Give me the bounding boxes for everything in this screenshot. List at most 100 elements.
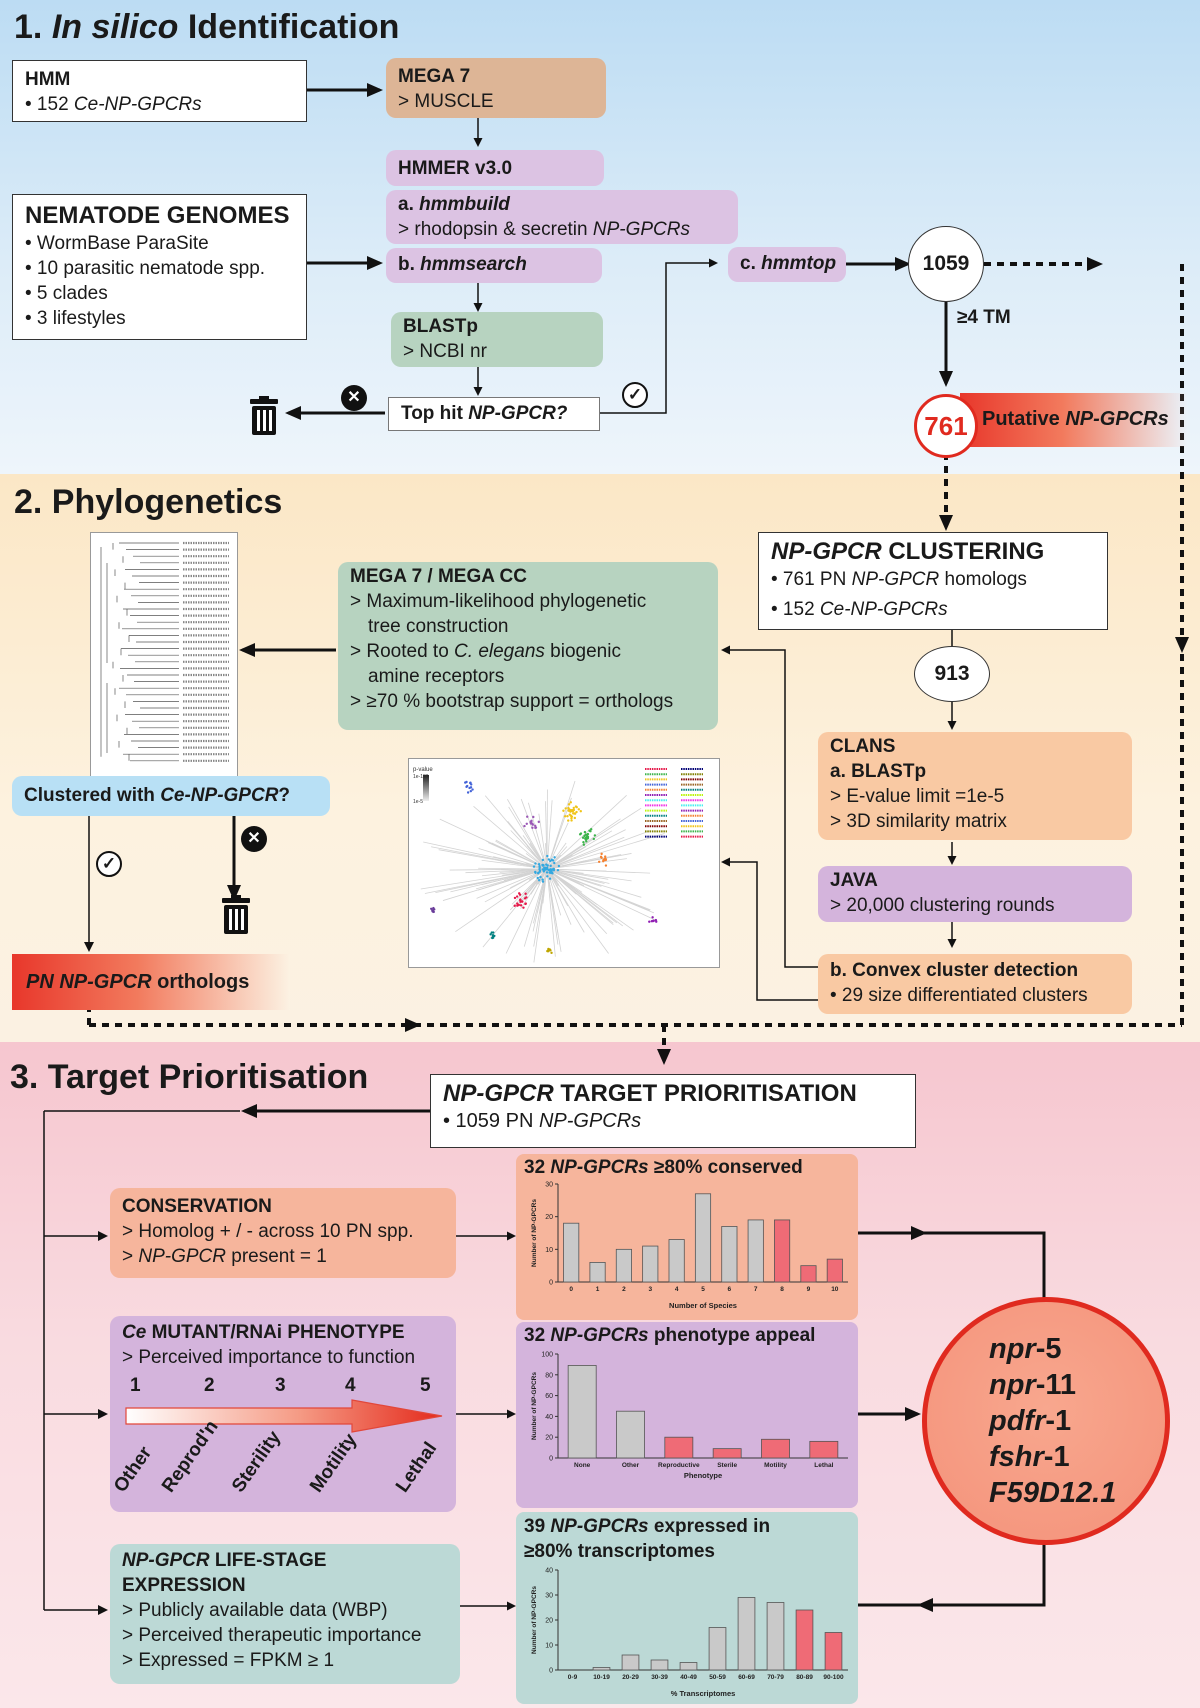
cluster-point — [518, 893, 522, 896]
clustered-x-icon: ✕ — [241, 826, 267, 852]
similarity-edge — [546, 833, 665, 870]
cluster-point — [566, 815, 569, 818]
java-title: JAVA — [830, 870, 878, 891]
cluster-point — [547, 868, 550, 872]
similarity-edge — [423, 841, 548, 870]
cluster-point — [589, 830, 592, 833]
bar — [621, 1654, 640, 1671]
target-sub-prefix: • 1059 PN — [443, 1110, 539, 1132]
life-line3: > Expressed = FPKM ≥ 1 — [122, 1650, 335, 1671]
similarity-edge — [546, 830, 613, 870]
similarity-edge — [539, 868, 548, 914]
cluster-point — [552, 869, 556, 872]
cluster-point — [577, 808, 581, 811]
bar — [826, 1258, 843, 1283]
convex-title: b. Convex cluster detection — [830, 960, 1079, 981]
cluster-point — [470, 783, 473, 786]
cluster-point — [650, 920, 654, 923]
section-3-title: 3. Target Prioritisation — [10, 1058, 369, 1096]
cluster-point — [578, 833, 582, 836]
clustered-check-icon: ✓ — [96, 851, 122, 877]
life-title-italic: NP-GPCR — [122, 1550, 210, 1571]
hmm-box: HMM • 152 Ce-NP-GPCRs — [12, 60, 307, 122]
cluster-point — [539, 875, 542, 879]
cluster-point — [573, 816, 577, 820]
cluster-point — [518, 898, 522, 902]
x-tick-label: 0 — [569, 1286, 573, 1293]
cluster-point — [545, 866, 549, 870]
mega-cc-line3-italic: C. elegans — [454, 641, 545, 662]
count-761: 761 — [924, 410, 968, 441]
x-tick-label: Sterile — [717, 1462, 737, 1469]
cluster-point — [592, 837, 596, 841]
putative-italic: NP-GPCRs — [1065, 408, 1169, 430]
bar — [589, 1262, 606, 1283]
x-axis-label: Phenotype — [684, 1471, 722, 1480]
y-tick-label: 30 — [545, 1593, 553, 1600]
x-tick-label: Reproductive — [658, 1462, 700, 1469]
y-axis-label: Number of NP-GPCRs — [531, 1586, 538, 1654]
target-1-italic: npr — [989, 1333, 1036, 1365]
x-tick-label: 9 — [807, 1286, 811, 1293]
similarity-edge — [520, 798, 548, 870]
phylogenetic-tree-drawing — [100, 541, 229, 762]
similarity-edge — [482, 868, 548, 948]
chart2-title-suffix: phenotype appeal — [648, 1325, 816, 1346]
cluster-point — [550, 871, 554, 875]
bar — [824, 1632, 843, 1671]
cluster-point — [593, 834, 597, 837]
y-tick-label: 10 — [545, 1643, 553, 1650]
cluster-point — [582, 843, 586, 846]
target-3-italic: pdfr — [989, 1405, 1046, 1437]
reject-x-icon: ✕ — [341, 385, 367, 411]
trash-icon — [222, 895, 250, 934]
phenotype-number-5: 5 — [420, 1375, 431, 1396]
x-tick-label: 0-9 — [568, 1674, 578, 1681]
y-axis-label: Number of NP-GPCRs — [531, 1199, 538, 1267]
prioritised-targets-circle: npr-5 npr-11 pdfr-1 fshr-1 F59D12.1 — [922, 1297, 1170, 1545]
cluster-point — [532, 815, 535, 819]
conservation-line1: > Homolog + / - across 10 PN spp. — [122, 1221, 414, 1242]
bar — [712, 1448, 742, 1459]
cluster-point — [570, 819, 573, 822]
y-tick-label: 20 — [545, 1618, 553, 1625]
target-2-rest: -11 — [1035, 1369, 1077, 1401]
target-sub-italic: NP-GPCRs — [538, 1110, 642, 1132]
cluster-point — [547, 858, 551, 861]
hmmbuild-sub-prefix: > rhodopsin & secretin — [398, 219, 593, 240]
similarity-edge — [538, 813, 548, 870]
cluster-point — [546, 949, 549, 953]
phenotype-number-3: 3 — [275, 1375, 286, 1396]
x-tick-label: 1 — [596, 1286, 600, 1293]
bar — [592, 1667, 611, 1671]
cluster-point — [465, 780, 468, 784]
blastp-sub: > NCBI nr — [403, 341, 487, 362]
bar — [708, 1627, 727, 1671]
cluster-point — [553, 861, 556, 865]
similarity-edge — [546, 794, 627, 870]
clustering-item2-prefix: • 152 — [771, 599, 820, 620]
cluster-point — [564, 807, 567, 810]
count-761-circle: 761 — [914, 394, 978, 458]
cluster-point — [466, 791, 470, 794]
cluster-point — [524, 902, 527, 905]
x-tick-label: 30-39 — [651, 1674, 668, 1681]
y-tick-label: 40 — [545, 1568, 553, 1575]
convex-line: • 29 size differentiated clusters — [830, 985, 1088, 1006]
bar — [679, 1662, 698, 1671]
clans-legend-bar — [423, 775, 429, 801]
x-axis-label: % Transcriptomes — [671, 1689, 736, 1698]
similarity-edge — [532, 868, 548, 932]
similarity-edge — [518, 868, 548, 907]
x-tick-label: 5 — [701, 1286, 705, 1293]
x-tick-label: 70-79 — [767, 1674, 784, 1681]
bar — [642, 1245, 659, 1283]
x-axis-label: Number of Species — [669, 1301, 737, 1310]
cluster-point — [431, 909, 434, 912]
x-tick-label: 10 — [831, 1286, 839, 1293]
similarity-edge — [546, 868, 634, 931]
clustering-item1-italic: NP-GPCR — [851, 569, 940, 590]
similarity-edge — [546, 830, 650, 870]
cluster-point — [585, 833, 589, 837]
